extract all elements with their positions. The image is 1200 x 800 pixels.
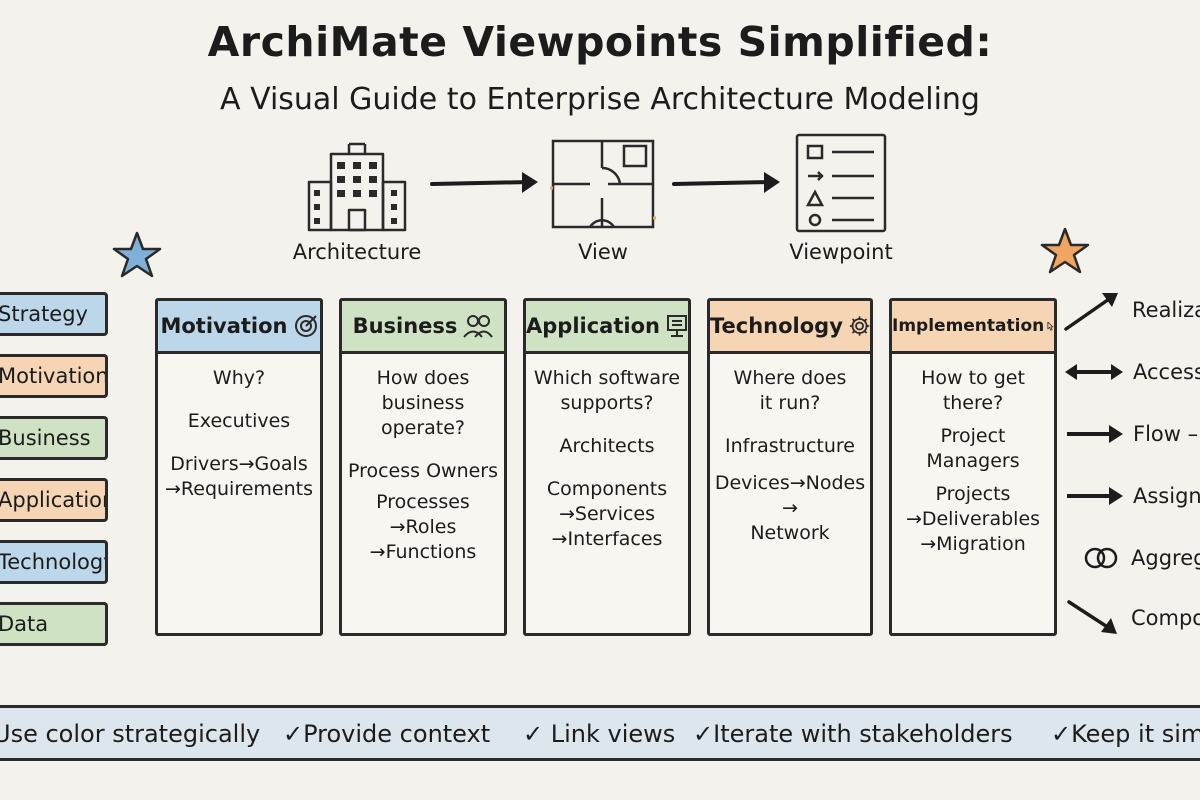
relationship-label: Aggreg <box>1131 546 1200 570</box>
layer-tab-label: Business <box>0 426 91 450</box>
viewpoint-audience: Infrastructure <box>724 435 855 457</box>
viewpoint-question: How does <box>376 367 470 389</box>
relationship-flow: Flow – <box>1065 414 1198 454</box>
target-icon <box>294 315 317 337</box>
viewpoint-element: →Requirements <box>164 478 313 500</box>
viewpoint-element: →Roles <box>389 516 457 538</box>
layer-tab-label: Motivation <box>0 364 108 388</box>
viewpoint-question: Where does <box>733 367 847 389</box>
viewpoint-element: Devices→Nodes <box>714 472 866 494</box>
viewpoint-element: Components <box>546 478 668 500</box>
viewpoint-audience: Process Owners <box>347 460 499 482</box>
viewpoint-audience: Project <box>940 425 1006 447</box>
down-arrow-icon <box>1067 600 1117 634</box>
building-icon <box>307 142 407 232</box>
relationship-composition: Compo <box>1065 598 1200 638</box>
viewpoint-title: Application <box>526 314 660 338</box>
relationship-access: Access <box>1065 352 1200 392</box>
gear-icon <box>849 316 870 336</box>
diagonal-arrow-icon <box>1064 293 1118 331</box>
viewpoint-element: →Interfaces <box>551 528 663 550</box>
layer-tab-strategy[interactable]: Strategy <box>0 292 108 336</box>
viewpoint-audience: Architects <box>559 435 655 457</box>
viewpoint-element: →Functions <box>369 541 477 563</box>
viewpoint-title: Technology <box>710 314 843 338</box>
viewpoint-element: →Migration <box>920 533 1026 555</box>
layer-tab-data[interactable]: Data <box>0 602 108 646</box>
viewpoint-title: Motivation <box>160 314 288 338</box>
flow-arrow-2 <box>672 172 780 193</box>
viewpoint-card-business: Business How does business operate? Proces… <box>339 298 507 636</box>
relationship-label: Access <box>1133 360 1200 384</box>
flow-label-viewpoint: Viewpoint <box>789 240 893 264</box>
viewpoint-question: there? <box>942 392 1004 414</box>
relationship-realization: Realiza <box>1062 290 1200 331</box>
viewpoint-element: → <box>782 497 798 519</box>
tip-use-color: Use color strategically <box>0 720 261 748</box>
viewpoint-header: Business <box>342 301 504 354</box>
viewpoint-element: Network <box>750 522 830 544</box>
layer-tab-label: Application <box>0 488 108 512</box>
layer-tab-business[interactable]: Business <box>0 416 108 460</box>
arrow-icon <box>1067 425 1123 443</box>
viewpoint-question: it run? <box>759 392 821 414</box>
page-title: ArchiMate Viewpoints Simplified: <box>207 18 993 66</box>
viewpoint-question: Why? <box>212 367 266 389</box>
layer-tab-label: Strategy <box>0 302 88 326</box>
viewpoint-header: Application <box>526 301 688 354</box>
viewpoint-title: Business <box>352 314 458 338</box>
viewpoint-audience: Executives <box>187 410 291 432</box>
viewpoint-element: Drivers→Goals <box>170 453 308 475</box>
rings-icon <box>1084 547 1118 569</box>
viewpoint-element: →Deliverables <box>905 508 1041 530</box>
relationship-label: Compo <box>1131 606 1200 630</box>
viewpoint-header: Technology <box>710 301 870 354</box>
relationship-aggregation: Aggreg <box>1083 538 1200 578</box>
viewpoint-element: Processes <box>376 491 470 513</box>
viewpoint-question: business <box>381 392 465 414</box>
relationship-label: Flow – <box>1133 422 1199 446</box>
layer-tab-label: Technology <box>0 550 108 574</box>
flow-label-view: View <box>578 240 628 264</box>
viewpoint-card-technology: Technology Where does it run? Infrastruct… <box>707 298 873 636</box>
viewpoint-question: How to get <box>921 367 1025 389</box>
page-subtitle: A Visual Guide to Enterprise Architectur… <box>220 82 980 117</box>
viewpoint-question: supports? <box>560 392 654 414</box>
relationship-label: Realiza <box>1132 298 1200 322</box>
flow-arrow-1 <box>430 172 538 193</box>
layer-tab-technology[interactable]: Technology <box>0 540 108 584</box>
viewpoint-title: Implementation <box>892 316 1045 336</box>
viewpoint-question: Which software <box>533 367 681 389</box>
relationship-assignment: Assign <box>1065 476 1200 516</box>
tip-link-views: ✓ Link views <box>523 720 676 748</box>
layer-tab-label: Data <box>0 612 49 636</box>
cursor-icon <box>1047 321 1054 331</box>
flow-label-architecture: Architecture <box>292 240 422 264</box>
tip-provide-context: ✓Provide context <box>283 720 491 748</box>
tip-iterate: ✓Iterate with stakeholders <box>693 720 1013 748</box>
tips-bar: Use color strategically ✓Provide context… <box>0 705 1200 761</box>
relationship-label: Assign <box>1133 484 1200 508</box>
checklist-icon <box>795 133 887 233</box>
viewpoint-element: Projects <box>935 483 1011 505</box>
monitor-icon <box>666 315 687 337</box>
arrow-icon <box>1067 487 1123 505</box>
viewpoint-card-application: Application Which software supports? Arch… <box>523 298 691 636</box>
viewpoint-header: Implementation <box>892 301 1054 354</box>
tip-keep-simple: ✓Keep it sim <box>1051 720 1200 748</box>
viewpoint-element: →Services <box>558 503 656 525</box>
layer-tab-application[interactable]: Application <box>0 478 108 522</box>
people-icon <box>463 315 494 338</box>
orange-star-icon <box>1040 227 1090 274</box>
blue-star-icon <box>112 231 162 278</box>
viewpoint-header: Motivation <box>158 301 320 354</box>
double-arrow-icon <box>1065 364 1123 380</box>
viewpoint-audience: Managers <box>926 450 1020 472</box>
layer-tab-motivation[interactable]: Motivation <box>0 354 108 398</box>
floor-plan-icon <box>550 139 656 229</box>
viewpoint-question: operate? <box>380 417 466 439</box>
viewpoint-card-motivation: Motivation Why? Executives Drivers→Goals… <box>155 298 323 636</box>
